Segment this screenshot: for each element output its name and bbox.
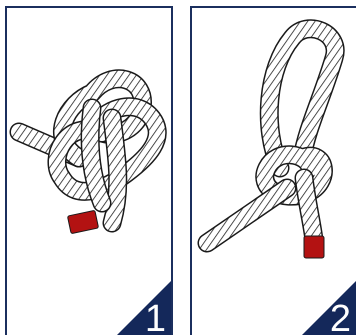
rope-end-cap xyxy=(304,236,324,258)
step-corner-badge: 1 xyxy=(117,281,171,335)
rope-end-cap xyxy=(67,210,98,233)
step-number: 2 xyxy=(330,300,351,335)
step-corner-badge: 2 xyxy=(302,281,356,335)
step-number: 1 xyxy=(145,300,166,335)
step-1-panel: 1 xyxy=(5,6,173,335)
step-2-panel: 2 xyxy=(190,6,356,335)
